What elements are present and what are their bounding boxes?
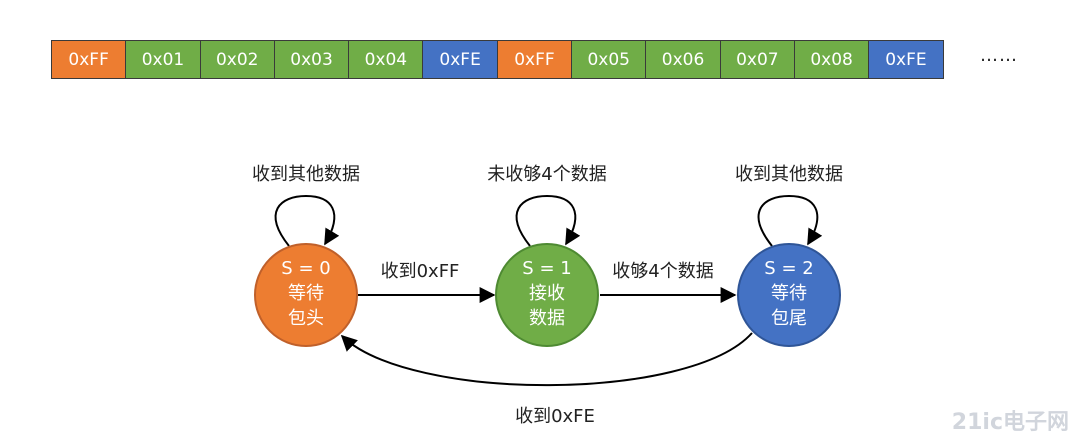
state-circle-s0 [254, 243, 358, 347]
byte-stream-ellipsis: …… [980, 45, 1018, 66]
state-circle-s1 [495, 243, 599, 347]
self-loop-label-s1: 未收够4个数据 [487, 164, 606, 185]
transition-label-s0-s1: 收到0xFF [381, 261, 460, 282]
self-loop-label-s2: 收到其他数据 [735, 164, 843, 185]
byte-cell-1: 0x01 [125, 40, 201, 79]
state-s2-line2: 等待 [771, 283, 807, 304]
byte-cell-9: 0x07 [719, 40, 795, 79]
byte-cell-7: 0x05 [571, 40, 647, 79]
state-s1-line3: 数据 [529, 308, 565, 329]
byte-cell-2: 0x02 [199, 40, 275, 79]
self-loop-arrow-s2 [757, 194, 823, 247]
transition-arrow-s2-s0 [340, 332, 753, 387]
transition-label-s1-s2: 收够4个数据 [612, 261, 713, 282]
byte-cell-3: 0x03 [273, 40, 350, 79]
state-s1-line2: 接收 [529, 283, 565, 304]
watermark-logo: 21ic电子网 [951, 410, 1069, 435]
byte-cell-5: 0xFE [422, 40, 498, 79]
state-s0-line1: S = 0 [281, 258, 330, 279]
state-s0-line3: 包头 [288, 308, 324, 329]
state-s0-line2: 等待 [288, 283, 324, 304]
state-s2-line3: 包尾 [771, 308, 807, 329]
byte-cell-4: 0x04 [348, 40, 424, 79]
byte-cell-10: 0x08 [793, 40, 870, 79]
byte-cell-6: 0xFF [496, 40, 573, 79]
transition-label-s2-s0: 收到0xFE [515, 406, 595, 427]
byte-cell-11: 0xFE [868, 40, 944, 79]
byte-cell-8: 0x06 [645, 40, 721, 79]
self-loop-arrow-s1 [515, 194, 581, 247]
byte-cell-0: 0xFF [51, 40, 127, 79]
state-s2-line1: S = 2 [764, 258, 813, 279]
state-circle-s2 [737, 243, 841, 347]
state-s1-line1: S = 1 [522, 258, 571, 279]
self-loop-label-s0: 收到其他数据 [252, 164, 360, 185]
self-loop-arrow-s0 [274, 194, 340, 247]
